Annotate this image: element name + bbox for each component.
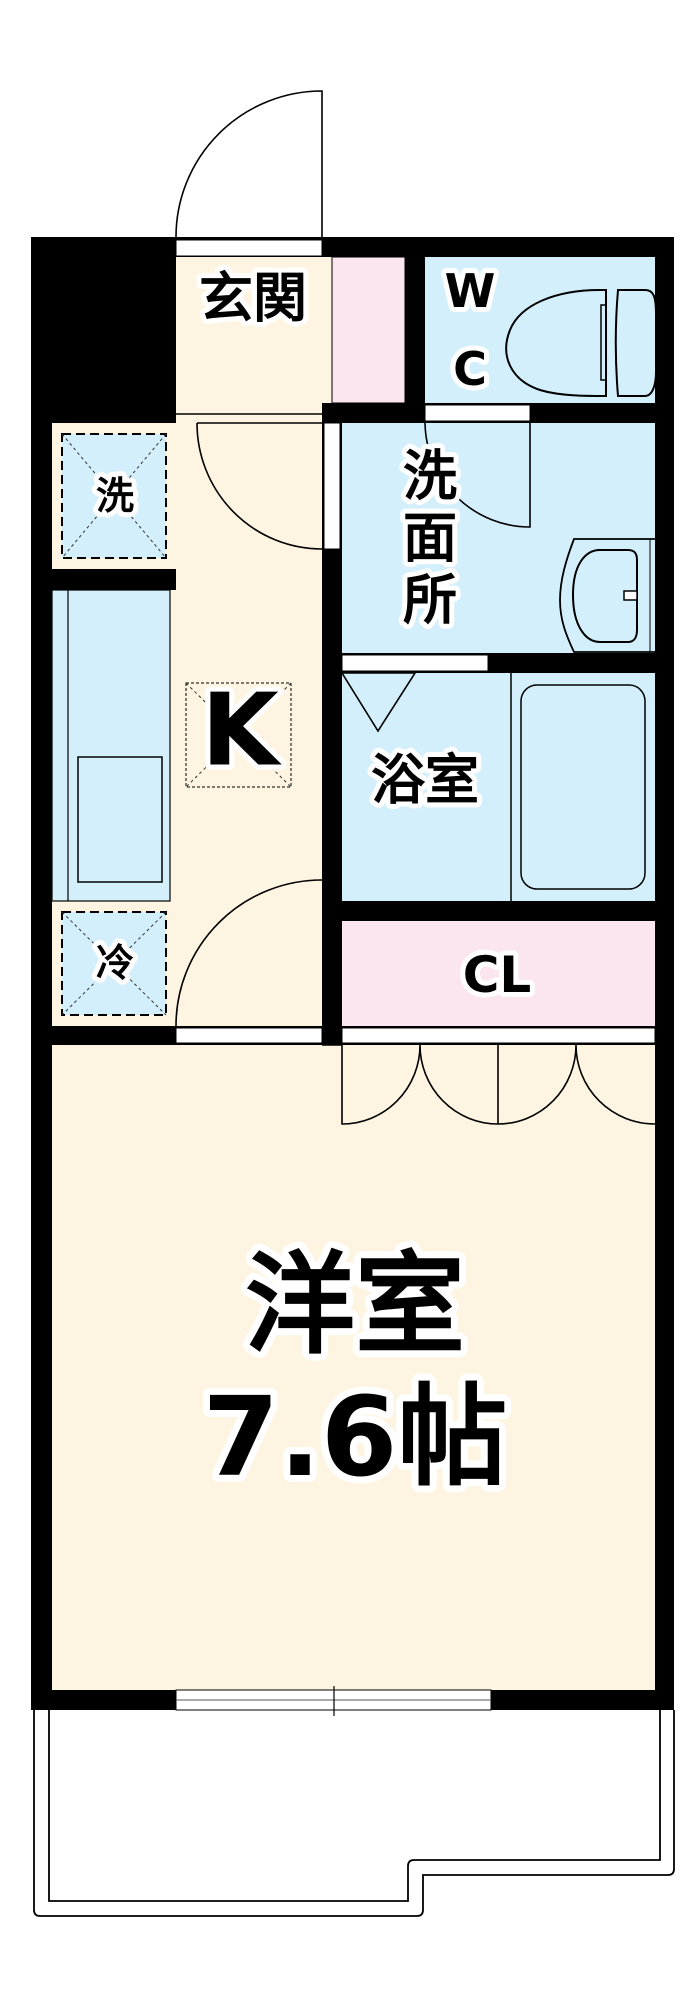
bathroom-label: 浴室: [371, 749, 479, 812]
wall-block-nw: [31, 237, 176, 423]
wc-door-opening: [424, 404, 531, 422]
toilet-icon: [505, 289, 657, 398]
closet-door-swings: [341, 1044, 656, 1125]
sink-icon: [77, 756, 163, 883]
washer-space: [61, 433, 167, 559]
fridge-space: [61, 911, 167, 1016]
wc-label-w: W: [445, 264, 496, 318]
washroom-label-1: 洗: [403, 445, 457, 508]
washroom-floor: [342, 423, 655, 653]
closet-floor: [342, 921, 655, 1026]
western-room-size: 7.6帖: [203, 1373, 508, 1501]
kitchen-counter: [51, 589, 171, 902]
entrance-floor: [176, 257, 332, 414]
shoe-cabinet: [331, 256, 406, 404]
washroom-door-opening: [323, 422, 341, 550]
bath-door-opening: [341, 654, 489, 672]
room-door-swing: [175, 879, 323, 1027]
western-room-label: 洋室: [245, 1241, 465, 1369]
fridge-label: 冷: [96, 941, 134, 985]
wc-label-c: C: [453, 342, 487, 396]
entrance-label: 玄関: [199, 267, 307, 330]
entrance-opening: [175, 239, 323, 257]
bath-drain-triangle: [340, 672, 417, 733]
bathroom-floor: [342, 673, 655, 901]
room-door-opening: [175, 1027, 323, 1044]
balcony-window: [175, 1686, 492, 1716]
western-room-floor: [52, 1045, 655, 1690]
wall-washer-bottom: [31, 569, 176, 590]
wall-partition: [322, 403, 342, 1045]
kitchen-floor-top: [176, 403, 322, 423]
wc-door-swing: [424, 421, 531, 528]
kitchen-vent-marker: [185, 682, 292, 788]
washer-label: 洗: [96, 474, 134, 518]
bathtub-icon: [520, 684, 646, 890]
washroom-door-swing: [196, 422, 323, 550]
balcony-outline: [33, 1710, 675, 1917]
closet-door-opening: [341, 1027, 656, 1044]
entrance-door: [175, 90, 323, 238]
washroom-label-2: 面: [403, 507, 457, 570]
kitchen-label: K: [201, 672, 282, 789]
closet-label: CL: [463, 946, 532, 1004]
washroom-label-3: 所: [403, 569, 457, 632]
washbasin-icon: [559, 538, 655, 653]
